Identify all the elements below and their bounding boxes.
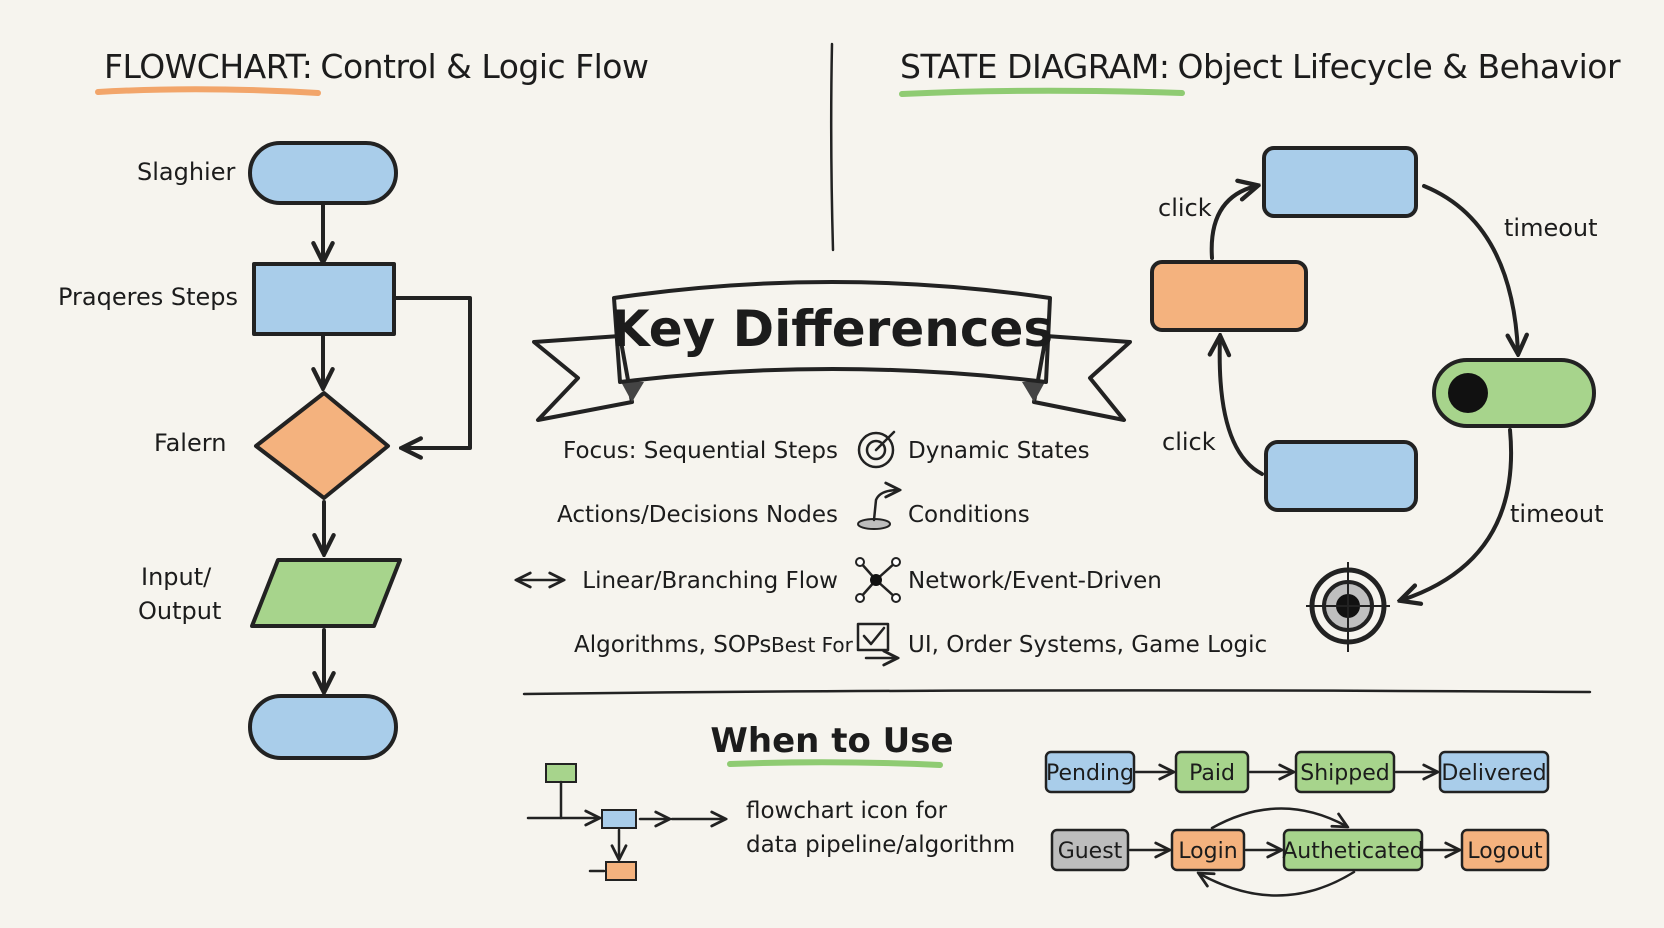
ribbon-fold-right — [1022, 380, 1046, 402]
when-to-use-section: When to Use flowchart icon for data pipe… — [526, 721, 1550, 897]
auth-state-login-label: Login — [1178, 839, 1237, 864]
order-state-pending-label: Pending — [1046, 761, 1134, 786]
flowchart-title-rest: Control & Logic Flow — [320, 47, 648, 86]
horizontal-divider — [522, 689, 1592, 696]
flow-caption-line1: flowchart icon for — [746, 798, 948, 824]
start-terminator — [248, 141, 398, 205]
start-label: Slaghier — [137, 158, 235, 186]
order-state-shipped-label: Shipped — [1300, 761, 1389, 786]
timeout-arrow-bottom — [1402, 428, 1513, 600]
auth-state-logout — [1460, 828, 1550, 872]
io-parallelogram — [250, 558, 402, 628]
io-label-line2: Output — [138, 597, 221, 625]
state-bottom — [1264, 440, 1418, 512]
vertical-divider — [829, 42, 835, 252]
target-icon — [857, 430, 896, 469]
order-state-paid-label: Paid — [1189, 761, 1235, 786]
diff-row4-right: UI, Order Systems, Game Logic — [908, 632, 1267, 658]
key-differences-banner: Key Differences — [532, 280, 1132, 422]
final-state-icon — [1306, 562, 1390, 652]
end-terminator — [248, 694, 398, 760]
state-diagram-panel: STATE DIAGRAM:Object Lifecycle & Behavio… — [899, 47, 1621, 652]
flowchart-panel: FLOWCHART:Control & Logic Flow Slaghier … — [58, 47, 649, 760]
order-state-pending — [1044, 750, 1136, 794]
click-arrow-bottom — [1220, 338, 1264, 476]
differences-list: Focus: Sequential Steps Dynamic States A… — [518, 430, 1267, 658]
state-title-underline — [899, 87, 1185, 97]
mini-flowchart-icon — [526, 763, 724, 881]
order-states-row: Pending Paid Shipped Delivered — [1044, 750, 1550, 794]
auth-state-guest-label: Guest — [1058, 839, 1123, 864]
state-title-rest: Object Lifecycle & Behavior — [1178, 47, 1621, 86]
order-state-paid — [1174, 750, 1250, 794]
when-to-use-title: When to Use — [710, 721, 953, 761]
diff-row3-left: Linear/Branching Flow — [582, 568, 838, 594]
process-box — [252, 262, 396, 336]
order-state-delivered — [1438, 750, 1550, 794]
state-top — [1262, 146, 1418, 218]
order-state-shipped — [1294, 750, 1396, 794]
ribbon-fold-left — [620, 380, 644, 402]
decision-label: Falern — [154, 429, 226, 457]
flowchart-title-bold: FLOWCHART: — [104, 47, 312, 86]
ribbon-main — [612, 280, 1052, 384]
auth-states-row: Guest Login Autheticated Logout — [1050, 807, 1550, 897]
joystick-icon — [857, 490, 898, 530]
flowchart-title-underline — [95, 86, 321, 96]
auth-state-guest — [1050, 828, 1130, 872]
flow-caption-line2: data pipeline/algorithm — [746, 832, 1015, 858]
banner-title: Key Differences — [611, 300, 1053, 358]
process-label: Praqeres Steps — [58, 283, 238, 311]
when-to-use-underline — [727, 759, 943, 768]
auth-state-authenticated-label: Autheticated — [1282, 839, 1424, 864]
order-state-delivered-label: Delivered — [1441, 761, 1546, 786]
click-arrow-top — [1209, 186, 1256, 260]
diff-row4-mid: Best For — [771, 633, 854, 657]
network-icon — [855, 557, 901, 603]
loop-back-arrow — [392, 296, 472, 448]
flowchart-title: FLOWCHART:Control & Logic Flow — [104, 47, 648, 86]
diff-row2-left: Actions/Decisions Nodes — [557, 502, 838, 528]
state-diagram-title: STATE DIAGRAM:Object Lifecycle & Behavio… — [900, 47, 1621, 86]
auth-state-authenticated — [1282, 828, 1424, 872]
auth-state-logout-label: Logout — [1467, 839, 1543, 864]
auth-state-login — [1170, 828, 1246, 872]
decision-diamond — [254, 391, 390, 500]
diff-row1-left: Focus: Sequential Steps — [563, 438, 838, 464]
click-label-bottom: click — [1162, 428, 1216, 456]
auth-loop-bottom — [1200, 870, 1356, 897]
timeout-label-top: timeout — [1504, 214, 1598, 242]
auth-loop-top — [1210, 807, 1346, 830]
checklist-icon — [856, 622, 896, 658]
diff-row2-right: Conditions — [908, 502, 1030, 528]
click-label-top: click — [1158, 194, 1212, 222]
diff-row1-right: Dynamic States — [908, 438, 1090, 464]
state-title-bold: STATE DIAGRAM: — [900, 47, 1170, 86]
toggle-knob-icon — [1448, 373, 1488, 413]
diff-row3-right: Network/Event-Driven — [908, 568, 1162, 594]
state-active — [1150, 260, 1308, 332]
timeout-arrow-top — [1422, 184, 1518, 352]
io-label-line1: Input/ — [141, 563, 212, 591]
diff-row4-left: Algorithms, SOPs — [574, 632, 771, 658]
timeout-label-bottom: timeout — [1510, 500, 1604, 528]
